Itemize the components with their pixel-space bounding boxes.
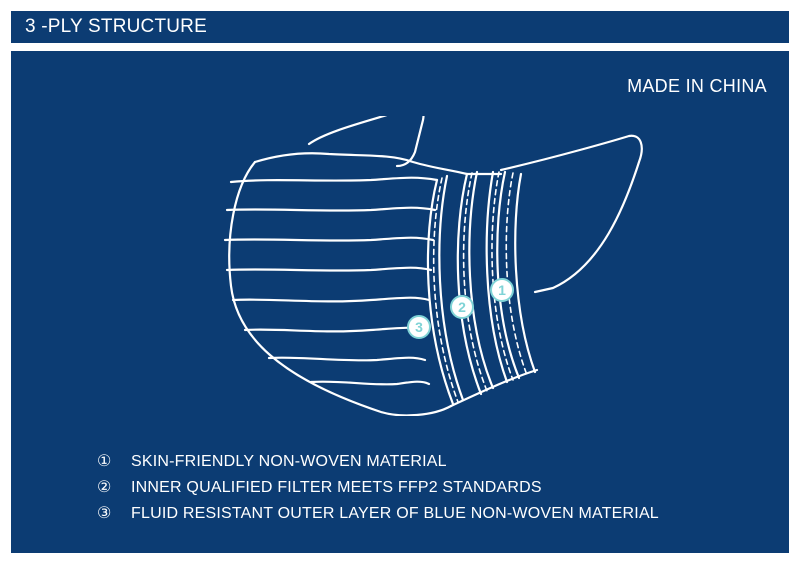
legend-text: INNER QUALIFIED FILTER MEETS FFP2 STANDA… [131,479,542,496]
legend-marker: ① [97,453,112,470]
legend-marker: ② [97,479,112,496]
callout-2-badge: 2 [450,295,474,319]
header-bar: 3 -PLY STRUCTURE [11,11,789,43]
callout-3-badge: 3 [407,315,431,339]
mask-stitching [432,171,528,403]
callout-2-number: 2 [458,299,466,315]
legend-text: SKIN-FRIENDLY NON-WOVEN MATERIAL [131,453,447,470]
legend-item: ② INNER QUALIFIED FILTER MEETS FFP2 STAND… [97,475,659,501]
callout-1-badge: 1 [490,278,514,302]
front-ear-loop [499,134,643,294]
mask-left-outline [228,160,453,416]
mask-layers [426,170,537,406]
legend-marker: ③ [97,505,112,522]
legend-text: FLUID RESISTANT OUTER LAYER OF BLUE NON-… [131,505,659,522]
callout-1-number: 1 [498,282,506,298]
mask-illustration: 1 2 3 [223,116,643,416]
callout-3-number: 3 [415,319,423,335]
diagram-panel: MADE IN CHINA [11,51,789,553]
mask-bottom-edge [449,368,539,408]
mask-top-edge [253,152,503,176]
legend-item: ③ FLUID RESISTANT OUTER LAYER OF BLUE NON… [97,501,659,527]
origin-label: MADE IN CHINA [627,76,767,96]
mask-pleats [223,176,439,386]
page-title: 3 -PLY STRUCTURE [25,16,207,37]
back-ear-loop [307,116,425,168]
legend-item: ① SKIN-FRIENDLY NON-WOVEN MATERIAL [97,449,659,475]
legend-list: ① SKIN-FRIENDLY NON-WOVEN MATERIAL ② INNER… [97,449,659,527]
